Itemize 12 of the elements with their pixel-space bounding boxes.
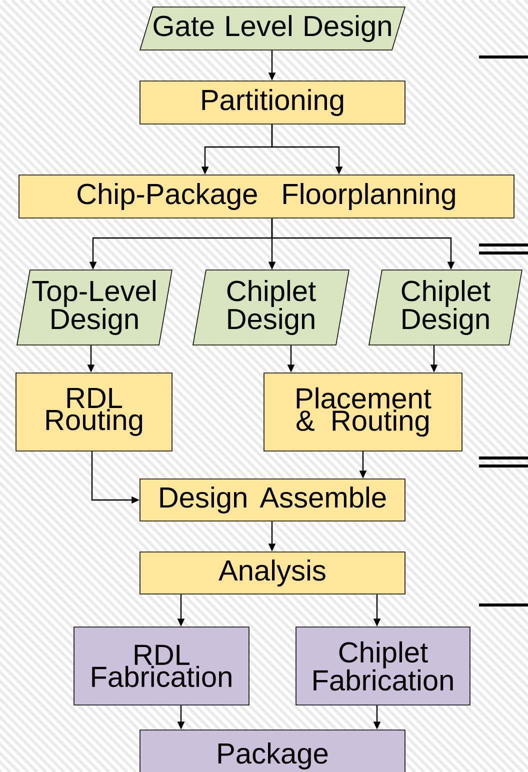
process-box: Analysis	[140, 552, 406, 594]
process-box: RDL Fabrication	[74, 626, 250, 706]
process-box: Chiplet Fabrication	[296, 626, 470, 706]
data-parallelogram: Chiplet Design	[368, 270, 522, 346]
process-box: Design Assemble	[140, 478, 406, 522]
data-parallelogram: Chiplet Design	[192, 270, 350, 346]
process-box: Chip-Package Floorplanning	[18, 174, 514, 218]
data-parallelogram: Top-Level Design	[16, 270, 172, 346]
process-box: RDL Routing	[16, 372, 172, 452]
process-box: Partitioning	[140, 80, 406, 124]
process-box: Package	[140, 730, 406, 772]
process-box: Placement & Routing	[264, 372, 462, 452]
